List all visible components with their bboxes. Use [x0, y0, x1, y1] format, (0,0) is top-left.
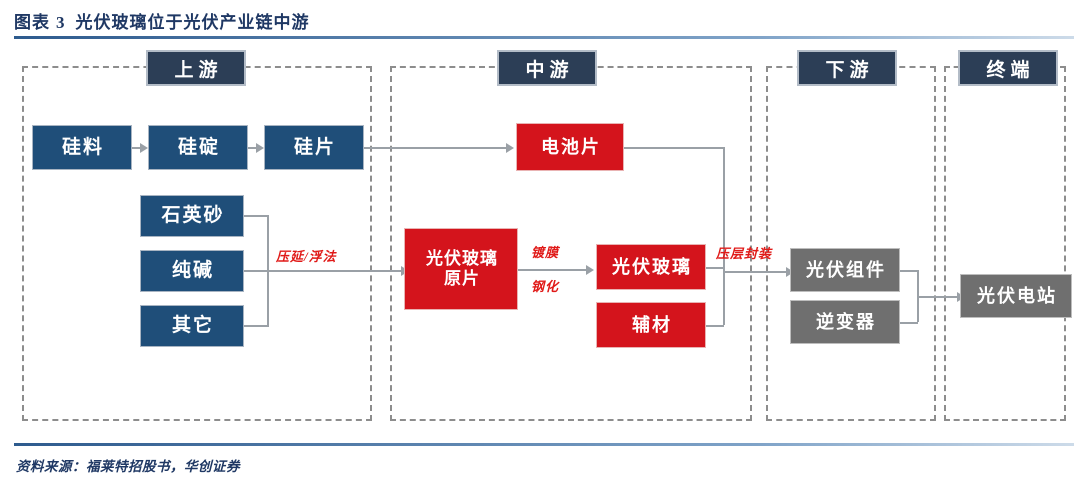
- stage-header-upstream: 上游: [146, 50, 246, 86]
- process-label-rolling-float: 压延/浮法: [276, 249, 337, 264]
- node-others[interactable]: 其它: [140, 305, 244, 347]
- connector-wafer-to-cell: [364, 147, 508, 149]
- node-label-solar-glass: 光伏玻璃: [612, 256, 692, 277]
- stage-header-midstream: 中游: [497, 50, 597, 86]
- connector-silicon-2: [248, 147, 256, 149]
- connector-cell-down: [723, 147, 725, 271]
- connector-module-right: [900, 270, 918, 272]
- node-solar-cell[interactable]: 电池片: [516, 123, 624, 171]
- node-inverter[interactable]: 逆变器: [790, 300, 900, 344]
- node-label-glass-raw-line1: 光伏玻璃: [426, 249, 498, 269]
- node-label-silicon-wafer: 硅片: [293, 136, 336, 158]
- node-pv-power-station[interactable]: 光伏电站: [960, 274, 1072, 318]
- stage-label-terminal: 终端: [986, 59, 1035, 81]
- node-label-soda-ash: 纯碱: [171, 260, 214, 282]
- value-chain-diagram: 上游 中游 下游 终端 硅料 硅碇 硅片 石英砂 纯碱 其它 压延/浮法 电池片…: [0, 48, 1088, 438]
- node-solar-glass[interactable]: 光伏玻璃: [596, 244, 706, 290]
- process-label-tempering: 钢化: [531, 279, 560, 294]
- node-label-solar-cell: 电池片: [541, 136, 601, 157]
- node-label-auxiliary-material: 辅材: [632, 314, 672, 335]
- node-label-inverter: 逆变器: [816, 311, 876, 332]
- region-downstream: [766, 66, 936, 421]
- connector-glassraw-to-glass: [518, 269, 588, 271]
- figure-label: 图表: [14, 13, 50, 32]
- node-label-pv-module: 光伏组件: [806, 259, 886, 280]
- source-note: 资料来源：福莱特招股书，华创证券: [16, 459, 240, 474]
- connector-quartz-stub: [244, 215, 268, 217]
- node-label-glass-raw-line2: 原片: [444, 269, 480, 288]
- node-label-others: 其它: [171, 315, 214, 337]
- node-soda-ash[interactable]: 纯碱: [140, 250, 244, 292]
- process-label-coating: 镀膜: [531, 245, 560, 260]
- node-label-silicon-material: 硅料: [61, 136, 104, 158]
- connector-to-module: [723, 271, 788, 273]
- figure-title: 图表 3 光伏玻璃位于光伏产业链中游: [14, 8, 1074, 34]
- connector-to-station: [917, 296, 960, 298]
- connector-aux-right: [706, 325, 724, 327]
- node-quartz-sand[interactable]: 石英砂: [140, 195, 244, 237]
- connector-silicon-1: [132, 147, 140, 149]
- arrowhead-silicon-2: [256, 143, 264, 153]
- node-auxiliary-material[interactable]: 辅材: [596, 302, 706, 348]
- stage-label-midstream: 中游: [525, 59, 574, 81]
- connector-cell-right: [624, 147, 724, 149]
- title-divider: [14, 36, 1074, 39]
- connector-midstream-bracket: [723, 267, 725, 325]
- node-label-silicon-ingot: 硅碇: [177, 136, 220, 158]
- stage-header-downstream: 下游: [797, 50, 897, 86]
- arrowhead-silicon-1: [140, 143, 148, 153]
- arrowhead-glassraw-to-glass: [586, 265, 594, 275]
- figure-number: 3: [56, 13, 66, 32]
- region-upstream: [22, 66, 372, 421]
- connector-inverter-right: [900, 322, 918, 324]
- node-silicon-ingot[interactable]: 硅碇: [148, 125, 248, 170]
- connector-raw-to-glassraw: [244, 270, 404, 272]
- arrowhead-wafer-to-cell: [506, 143, 514, 153]
- process-label-lamination: 压层封装: [716, 246, 773, 261]
- node-label-quartz-sand: 石英砂: [161, 205, 225, 227]
- node-pv-module[interactable]: 光伏组件: [790, 248, 900, 292]
- region-terminal: [944, 66, 1066, 421]
- footer-divider: [14, 443, 1074, 446]
- node-silicon-wafer[interactable]: 硅片: [264, 125, 364, 170]
- stage-label-downstream: 下游: [825, 59, 874, 81]
- node-glass-raw-sheet[interactable]: 光伏玻璃 原片: [404, 228, 518, 310]
- stage-header-terminal: 终端: [958, 50, 1058, 86]
- node-silicon-material[interactable]: 硅料: [32, 125, 132, 170]
- connector-others-stub: [244, 325, 268, 327]
- figure-title-text: 光伏玻璃位于光伏产业链中游: [75, 13, 310, 32]
- node-label-pv-power-station: 光伏电站: [977, 285, 1057, 306]
- connector-glass-right: [706, 267, 724, 269]
- stage-label-upstream: 上游: [174, 59, 223, 81]
